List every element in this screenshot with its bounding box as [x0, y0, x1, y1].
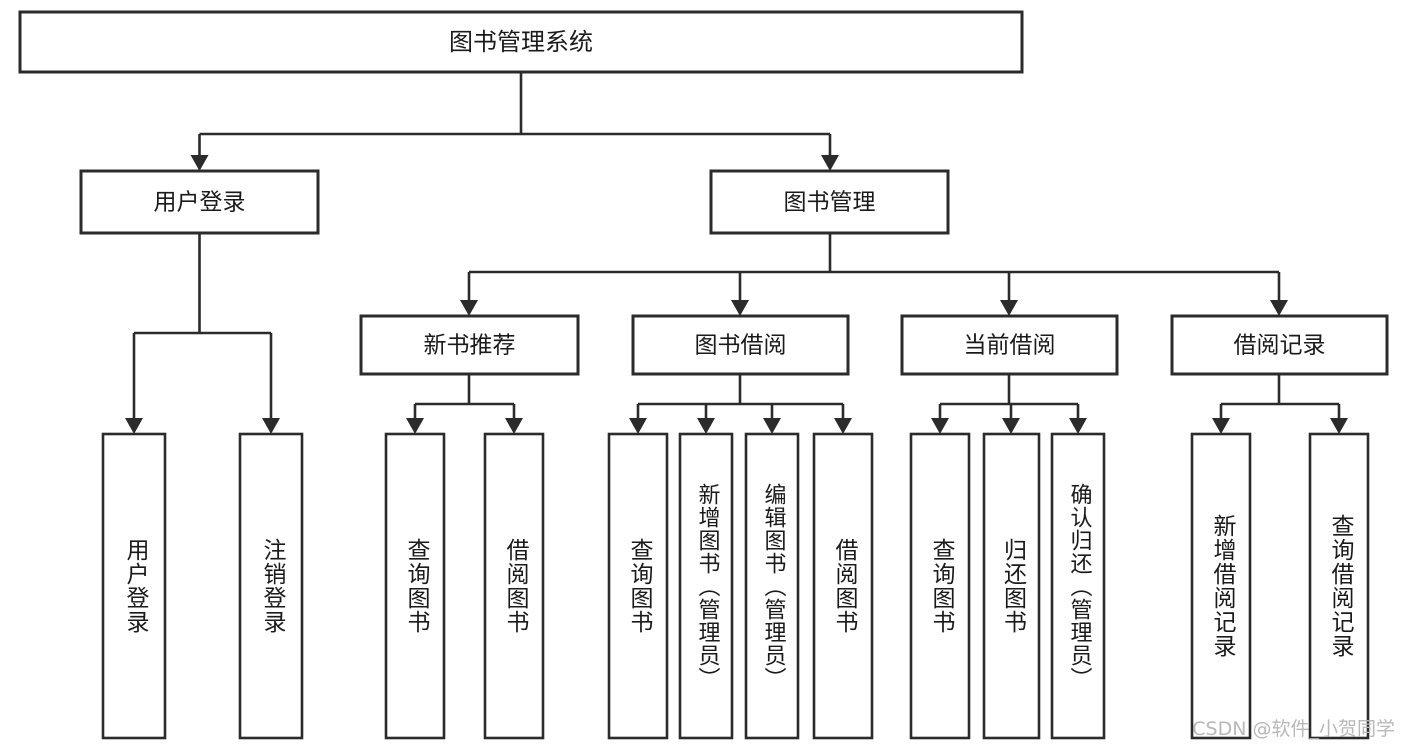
node-leaf-return-book-box[interactable] — [982, 432, 1041, 740]
arrow-head-icon — [1212, 418, 1230, 434]
arrow-head-icon — [262, 418, 280, 434]
node-current-borrow-label: 当前借阅 — [964, 333, 1056, 359]
node-root[interactable]: 图书管理系统 — [18, 10, 1024, 74]
arrow-head-icon — [931, 418, 949, 434]
arrow-head-icon — [1002, 418, 1020, 434]
node-user-login[interactable]: 用户登录 — [79, 169, 320, 235]
arrow-head-icon — [125, 418, 143, 434]
node-user-login-box — [79, 169, 320, 235]
node-leaf-borrow-book-2-box[interactable] — [812, 432, 874, 740]
node-book-borrow-box — [631, 314, 850, 376]
arrow-head-icon — [406, 418, 424, 434]
arrow-head-icon — [1069, 418, 1087, 434]
node-current-borrow[interactable]: 当前借阅 — [900, 314, 1119, 376]
node-new-book-recommend[interactable]: 新书推荐 — [359, 314, 580, 376]
node-book-manage-box — [709, 169, 950, 235]
arrow-head-icon — [460, 300, 478, 316]
node-leaf-query-borrow-record-box[interactable] — [1308, 432, 1370, 740]
node-current-borrow-box — [900, 314, 1119, 376]
node-leaf-edit-book-box[interactable] — [744, 432, 800, 740]
arrow-head-icon — [1330, 418, 1348, 434]
node-leaf-borrow-book-1-box[interactable] — [483, 432, 545, 740]
node-leaf-query-book-1-box[interactable] — [384, 432, 446, 740]
node-book-manage[interactable]: 图书管理 — [709, 169, 950, 235]
arrow-head-icon — [1270, 300, 1288, 316]
node-leaf-query-book-2-box[interactable] — [607, 432, 669, 740]
node-leaf-add-book-box[interactable] — [678, 432, 734, 740]
node-leaf-query-book-3-box[interactable] — [909, 432, 971, 740]
arrow-head-icon — [190, 155, 209, 171]
arrow-head-icon — [697, 418, 715, 434]
node-book-manage-label: 图书管理 — [784, 190, 876, 216]
arrow-head-icon — [834, 418, 852, 434]
node-user-login-label: 用户登录 — [154, 190, 246, 216]
csdn-watermark: CSDN @软件_小贺同学 — [1192, 718, 1395, 740]
node-book-borrow[interactable]: 图书借阅 — [631, 314, 850, 376]
node-borrow-record-box — [1170, 314, 1389, 376]
node-root-box — [18, 10, 1024, 74]
arrow-head-icon — [821, 155, 839, 171]
arrow-head-icon — [505, 418, 523, 434]
node-book-borrow-label: 图书借阅 — [695, 333, 787, 359]
arrow-head-icon — [731, 300, 749, 316]
node-new-book-recommend-box — [359, 314, 580, 376]
node-leaf-confirm-return-box[interactable] — [1050, 432, 1106, 740]
arrow-head-icon — [629, 418, 647, 434]
node-borrow-record-label: 借阅记录 — [1234, 333, 1326, 359]
node-leaf-add-borrow-record-box[interactable] — [1190, 432, 1252, 740]
node-new-book-recommend-label: 新书推荐 — [424, 333, 516, 359]
node-root-label: 图书管理系统 — [449, 28, 593, 56]
arrow-head-icon — [763, 418, 781, 434]
arrow-head-icon — [1000, 300, 1018, 316]
node-leaf-user-login-box[interactable] — [101, 432, 167, 740]
node-leaf-logout-login-box[interactable] — [238, 432, 304, 740]
node-borrow-record[interactable]: 借阅记录 — [1170, 314, 1389, 376]
